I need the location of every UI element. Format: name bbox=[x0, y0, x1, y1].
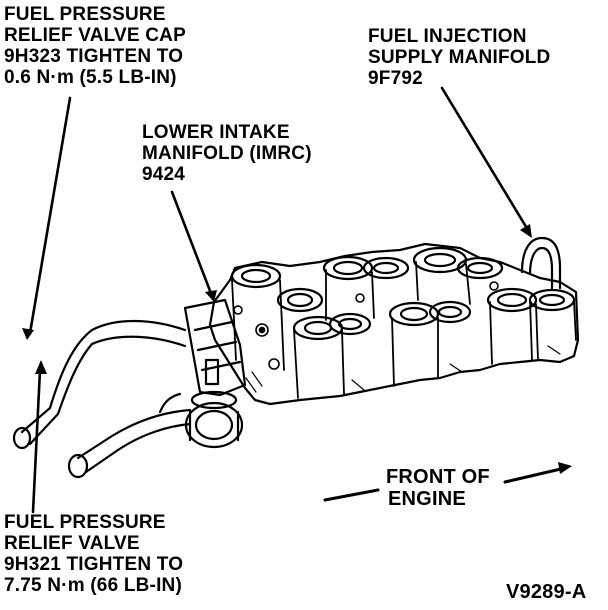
callout-line: FUEL INJECTION bbox=[368, 26, 527, 47]
callout-line: SUPPLY MANIFOLD bbox=[368, 47, 551, 68]
figure-id: V9289-A bbox=[506, 581, 587, 603]
callout-injection-manifold: FUEL INJECTION SUPPLY MANIFOLD 9F792 bbox=[368, 26, 550, 89]
manifold-body bbox=[208, 242, 580, 406]
callout-line: FUEL PRESSURE bbox=[4, 4, 166, 25]
callout-relief-valve: FUEL PRESSURE RELIEF VALVE 9H321 TIGHTEN… bbox=[4, 512, 183, 596]
callout-front-of-engine: FRONT OF ENGINE bbox=[386, 466, 490, 510]
runner-walls bbox=[231, 261, 577, 399]
callout-line: ENGINE bbox=[388, 488, 466, 510]
callout-line: 9H323 TIGHTEN TO bbox=[4, 46, 184, 67]
callout-line: RELIEF VALVE CAP bbox=[4, 25, 186, 46]
callout-lower-intake: LOWER INTAKE MANIFOLD (IMRC) 9424 bbox=[142, 122, 312, 185]
leader-lower-intake bbox=[170, 190, 217, 302]
fittings bbox=[233, 281, 499, 370]
egr-valve bbox=[184, 390, 244, 449]
callout-line: 9H321 TIGHTEN TO bbox=[4, 554, 184, 575]
callout-line: LOWER INTAKE bbox=[142, 122, 290, 143]
leader-relief-valve-cap bbox=[22, 96, 72, 340]
callout-line: 7.75 N·m (66 LB-IN) bbox=[4, 575, 183, 596]
callout-line: 0.6 N·m (5.5 LB-IN) bbox=[4, 67, 177, 88]
callout-line: 9424 bbox=[142, 164, 186, 185]
callout-line: RELIEF VALVE bbox=[4, 533, 140, 554]
fuel-rail-loop bbox=[520, 236, 562, 290]
front-of-engine-arrows bbox=[323, 462, 572, 502]
callout-line: MANIFOLD (IMRC) bbox=[142, 143, 312, 164]
shading bbox=[245, 345, 561, 393]
callout-line: FUEL PRESSURE bbox=[4, 512, 166, 533]
fuel-pipe-upper bbox=[12, 319, 187, 450]
leader-relief-valve bbox=[31, 360, 47, 514]
imrc-actuator bbox=[183, 298, 247, 397]
fuel-pipe-lower bbox=[67, 392, 192, 479]
callout-relief-valve-cap: FUEL PRESSURE RELIEF VALVE CAP 9H323 TIG… bbox=[4, 4, 186, 88]
callout-line: 9F792 bbox=[368, 68, 423, 89]
callout-line: FRONT OF bbox=[386, 466, 490, 488]
runner-ports bbox=[230, 246, 576, 341]
leader-injection-manifold bbox=[440, 86, 532, 238]
